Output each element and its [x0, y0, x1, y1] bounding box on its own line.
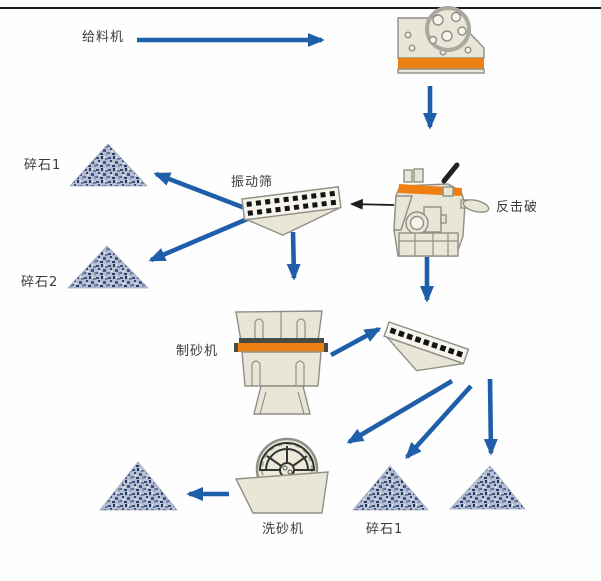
arrow-screen2-to-right-pile	[483, 378, 498, 456]
arrow-screen1-to-sand-maker	[286, 231, 301, 281]
feeder-machine-icon	[397, 6, 485, 74]
label-feeder: 给料机	[82, 30, 125, 45]
stockpile-stone-2-icon	[67, 245, 149, 289]
label-sand-washer: 洗砂机	[262, 522, 305, 537]
vibrating-screen-2-icon	[383, 321, 470, 372]
label-stone2: 碎石2	[21, 275, 59, 290]
stockpile-stone-1-bottom-icon	[352, 465, 429, 511]
arrow-sand-maker-to-screen2	[329, 326, 382, 358]
sand-washer-icon	[234, 437, 329, 514]
stockpile-right-icon	[449, 465, 526, 510]
label-vibrating-screen: 振动筛	[231, 175, 274, 190]
vibrating-screen-icon	[241, 186, 342, 236]
arrow-screen2-to-stone1-bottom	[405, 384, 473, 460]
stockpile-sand-icon	[99, 461, 178, 511]
arrow-impact-crusher-to-screen1	[349, 198, 395, 210]
flow-arrows	[137, 33, 498, 501]
arrow-screen1-to-stone2	[148, 214, 253, 263]
label-stone1-bottom: 碎石1	[366, 522, 404, 537]
top-border-line	[0, 7, 601, 9]
label-stone1-top: 碎石1	[24, 158, 62, 173]
sand-maker-icon	[234, 310, 328, 415]
arrow-screen2-to-washer	[346, 379, 454, 444]
arrow-screen1-to-stone1	[153, 171, 251, 213]
label-impact-crusher: 反击破	[496, 200, 539, 215]
stockpile-stone-1-icon	[69, 143, 148, 187]
impact-crusher-icon	[393, 162, 490, 257]
label-sand-maker: 制砂机	[176, 344, 219, 359]
